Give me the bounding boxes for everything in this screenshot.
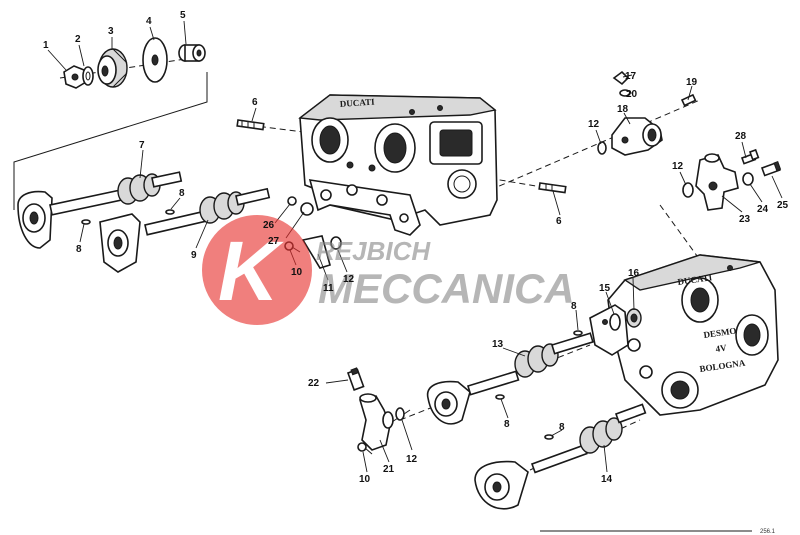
key-part-8-b <box>81 219 91 225</box>
bearing-part-15 <box>609 313 621 331</box>
footer-code: 256.1 <box>760 529 776 535</box>
callout-8-d: 8 <box>504 419 510 430</box>
callout-19: 19 <box>686 77 698 88</box>
callout-2: 2 <box>75 34 81 45</box>
oring-part-12-lower <box>395 407 405 421</box>
stud-part-6-upper <box>236 119 265 131</box>
sensor-part-28 <box>740 148 760 165</box>
screw-part-17 <box>612 70 630 86</box>
elbow-group-lower <box>346 367 394 455</box>
nut-part-16 <box>626 308 642 328</box>
callout-8-b: 8 <box>76 244 82 255</box>
head-lower-emboss-3: 4V <box>715 342 728 354</box>
callout-10-lower: 10 <box>359 474 371 485</box>
callout-11: 11 <box>323 283 334 294</box>
callout-24: 24 <box>757 204 769 215</box>
callout-10-upper: 10 <box>291 267 303 278</box>
camshaft-part-9 <box>99 187 271 273</box>
callout-14: 14 <box>601 474 613 485</box>
elbow-fitting-part-21 <box>358 393 394 451</box>
callout-20: 20 <box>626 89 638 100</box>
callout-13: 13 <box>492 339 504 350</box>
camshaft-part-14 <box>474 403 647 510</box>
cylinder-head-lower: DUCATI DESMO 4V BOLOGNA <box>607 254 779 416</box>
washer-part-2 <box>82 66 94 86</box>
screw-part-10-lower <box>357 442 373 455</box>
head-lower-emboss-2: DESMO <box>703 325 737 339</box>
plug-part-26 <box>287 196 297 206</box>
key-part-8-a <box>165 209 175 215</box>
flange-disc-part-4 <box>142 37 168 83</box>
plate-part-11 <box>301 235 331 269</box>
head-lower-emboss-1: DUCATI <box>677 272 713 287</box>
callout-12-tee: 12 <box>672 161 684 172</box>
bushing-part-5 <box>178 44 206 62</box>
oring-part-12-tee <box>682 182 694 198</box>
gear-group-bracket-line <box>13 72 208 210</box>
callout-22: 22 <box>308 378 320 389</box>
watermark-logo: K REJBICH MECCANICA <box>202 215 575 325</box>
small-parts-lower <box>395 330 583 440</box>
watermark-line-1: REJBICH <box>316 236 431 266</box>
watermark-line-2: MECCANICA <box>318 265 575 312</box>
callout-16: 16 <box>628 268 640 279</box>
oring-part-12-upper <box>330 236 342 250</box>
sender-part-25 <box>760 160 782 177</box>
callout-18: 18 <box>617 104 629 115</box>
callout-25: 25 <box>777 200 789 211</box>
callout-3: 3 <box>108 26 114 37</box>
water-tee-part-23 <box>695 153 739 211</box>
oring-part-12-thermostat <box>597 141 607 155</box>
callout-4: 4 <box>146 16 152 27</box>
camshaft-part-7 <box>17 171 183 249</box>
leader-lines <box>47 20 783 473</box>
camshaft-part-13 <box>426 332 594 425</box>
callout-26: 26 <box>263 220 275 231</box>
thermostat-housing-part-18 <box>611 117 663 156</box>
callout-6-upper: 6 <box>252 97 258 108</box>
toothed-pulley-part-3 <box>97 48 128 88</box>
callout-23: 23 <box>739 214 751 225</box>
sensor-part-22 <box>346 367 365 391</box>
water-tee-group <box>682 148 782 211</box>
callout-12-thermostat: 12 <box>588 119 600 130</box>
washer-part-24 <box>742 172 754 186</box>
callout-28: 28 <box>735 131 747 142</box>
callout-9: 9 <box>191 250 197 261</box>
callout-21: 21 <box>383 464 395 475</box>
cam-carrier-bracket <box>308 179 421 236</box>
callout-17: 17 <box>625 71 637 82</box>
watermark-circle <box>202 215 312 325</box>
thermostat-group <box>597 70 697 156</box>
callout-8-a: 8 <box>179 188 185 199</box>
stud-part-6-right <box>538 182 567 194</box>
bolt-part-19 <box>680 93 697 107</box>
water-tee-axis-line <box>659 204 701 261</box>
callout-15: 15 <box>599 283 611 294</box>
callout-27: 27 <box>268 236 280 247</box>
thermostat-axis-line <box>489 99 701 191</box>
callout-12-lower: 12 <box>406 454 418 465</box>
callout-labels: 1 2 3 4 5 6 7 8 8 9 26 27 10 11 12 6 12 … <box>43 10 789 485</box>
head-upper-emboss: DUCATI <box>339 97 375 109</box>
callout-12-upper: 12 <box>343 274 355 285</box>
cam-carrier-lower <box>589 304 629 356</box>
callout-5: 5 <box>180 10 186 21</box>
callout-1: 1 <box>43 40 49 51</box>
watermark-logo-letter: K <box>218 224 284 318</box>
key-part-8-c <box>573 330 583 336</box>
callout-8-e: 8 <box>559 422 565 433</box>
callout-7: 7 <box>139 140 145 151</box>
callout-6-right: 6 <box>556 216 562 227</box>
callout-8-c: 8 <box>571 301 577 312</box>
key-part-8-d <box>495 394 505 400</box>
